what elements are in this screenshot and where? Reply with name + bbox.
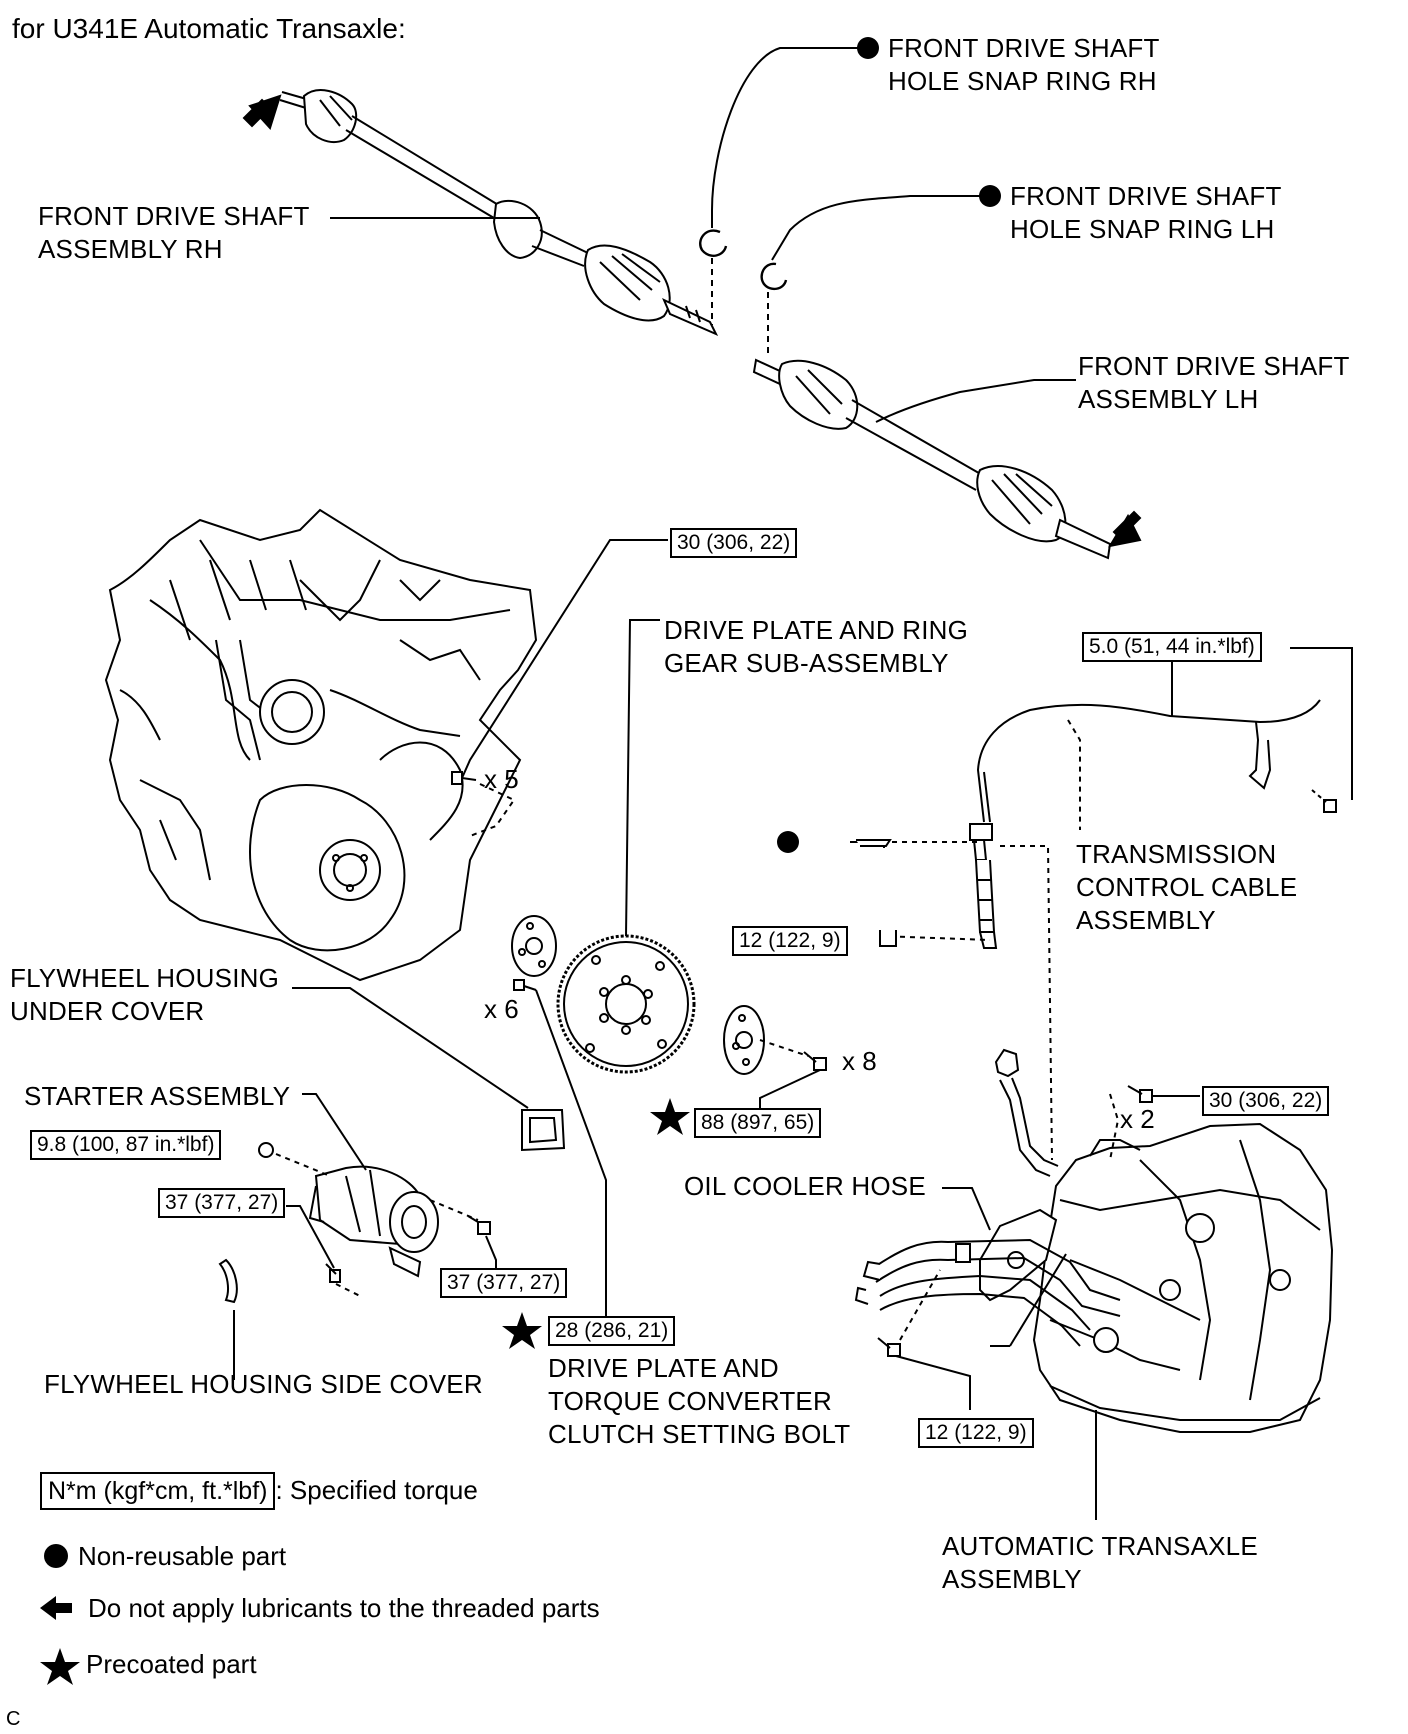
torque-starter-nut: 9.8 (100, 87 in.*lbf) bbox=[30, 1130, 222, 1160]
label-flywheel-under-cover: FLYWHEEL HOUSING UNDER COVER bbox=[10, 963, 280, 1026]
legend-dot-icon bbox=[44, 1544, 68, 1568]
multiplier-setting-bolt: x 6 bbox=[484, 994, 519, 1024]
rear-spacer-plate bbox=[723, 1005, 765, 1075]
label-transaxle: AUTOMATIC TRANSAXLE ASSEMBLY bbox=[942, 1531, 1258, 1594]
legend-no-lube: Do not apply lubricants to the threaded … bbox=[88, 1593, 600, 1623]
front-drive-shaft-lh bbox=[752, 358, 1142, 560]
nonreusable-dot-clip bbox=[777, 831, 799, 853]
torque-engine-bolt: 30 (306, 22) bbox=[670, 528, 798, 558]
legend-arrow-icon bbox=[40, 1596, 72, 1620]
label-shaft-rh: FRONT DRIVE SHAFT ASSEMBLY RH bbox=[38, 201, 310, 264]
legend-nonreusable: Non-reusable part bbox=[78, 1541, 287, 1571]
legend-precoated: Precoated part bbox=[86, 1649, 257, 1679]
front-drive-shaft-rh bbox=[242, 89, 719, 337]
torque-starter-bolt-b: 37 (377, 27) bbox=[440, 1268, 568, 1298]
label-snap-ring-rh: FRONT DRIVE SHAFT HOLE SNAP RING RH bbox=[888, 33, 1160, 96]
drive-plate-bolt bbox=[803, 1051, 827, 1071]
torque-setting-bolt: 28 (286, 21) bbox=[548, 1316, 676, 1346]
legend-torque-box: N*m (kgf*cm, ft.*lbf) bbox=[40, 1472, 276, 1510]
precoated-star-drive-plate bbox=[650, 1098, 690, 1135]
torque-transaxle-bolt: 30 (306, 22) bbox=[1202, 1086, 1330, 1116]
label-oil-cooler-hose: OIL COOLER HOSE bbox=[684, 1171, 926, 1201]
snap-ring-lh bbox=[760, 262, 788, 291]
page-title: for U341E Automatic Transaxle: bbox=[12, 13, 406, 44]
torque-drive-plate-bolt: 88 (897, 65) bbox=[694, 1108, 822, 1138]
snap-ring-rh bbox=[699, 229, 728, 257]
legend-torque: N*m (kgf*cm, ft.*lbf): Specified torque bbox=[40, 1472, 478, 1510]
starter-nut bbox=[258, 1142, 274, 1158]
label-snap-ring-lh: FRONT DRIVE SHAFT HOLE SNAP RING LH bbox=[1010, 181, 1282, 244]
setting-bolt bbox=[513, 979, 537, 991]
label-drive-plate: DRIVE PLATE AND RING GEAR SUB-ASSEMBLY bbox=[664, 615, 969, 678]
oil-cooler-hose bbox=[875, 1048, 1121, 1347]
label-shaft-lh: FRONT DRIVE SHAFT ASSEMBLY LH bbox=[1078, 351, 1350, 414]
multiplier-transaxle-bolt: x 2 bbox=[1120, 1104, 1155, 1134]
torque-hose-bolt: 12 (122, 9) bbox=[918, 1418, 1034, 1448]
drive-plate bbox=[556, 934, 696, 1074]
multiplier-drive-plate-bolt: x 8 bbox=[842, 1046, 877, 1076]
label-setting-bolt: DRIVE PLATE AND TORQUE CONVERTER CLUTCH … bbox=[548, 1353, 851, 1449]
nonreusable-dot-lh bbox=[979, 185, 1001, 207]
label-control-cable: TRANSMISSION CONTROL CABLE ASSEMBLY bbox=[1076, 839, 1298, 935]
starter-assembly bbox=[308, 1165, 439, 1278]
figure-code: C bbox=[6, 1708, 21, 1730]
nonreusable-dot-rh bbox=[857, 37, 879, 59]
transmission-control-cable bbox=[969, 699, 1321, 949]
flywheel-housing-under-cover bbox=[521, 1109, 566, 1152]
engine-block bbox=[104, 508, 538, 982]
legend-torque-text: : Specified torque bbox=[275, 1475, 478, 1505]
label-starter: STARTER ASSEMBLY bbox=[24, 1081, 291, 1111]
flywheel-housing-side-cover bbox=[218, 1258, 238, 1304]
multiplier-engine-bolt: x 5 bbox=[484, 764, 519, 794]
torque-starter-bolt-a: 37 (377, 27) bbox=[158, 1188, 286, 1218]
precoated-star-setting-bolt bbox=[502, 1312, 542, 1349]
spacer-plate bbox=[511, 915, 557, 977]
legend-star-icon bbox=[40, 1648, 80, 1685]
automatic-transaxle bbox=[979, 1122, 1334, 1433]
torque-cable-bracket: 5.0 (51, 44 in.*lbf) bbox=[1082, 632, 1262, 662]
label-flywheel-side-cover: FLYWHEEL HOUSING SIDE COVER bbox=[44, 1369, 483, 1399]
torque-cable-nut: 12 (122, 9) bbox=[732, 926, 848, 956]
